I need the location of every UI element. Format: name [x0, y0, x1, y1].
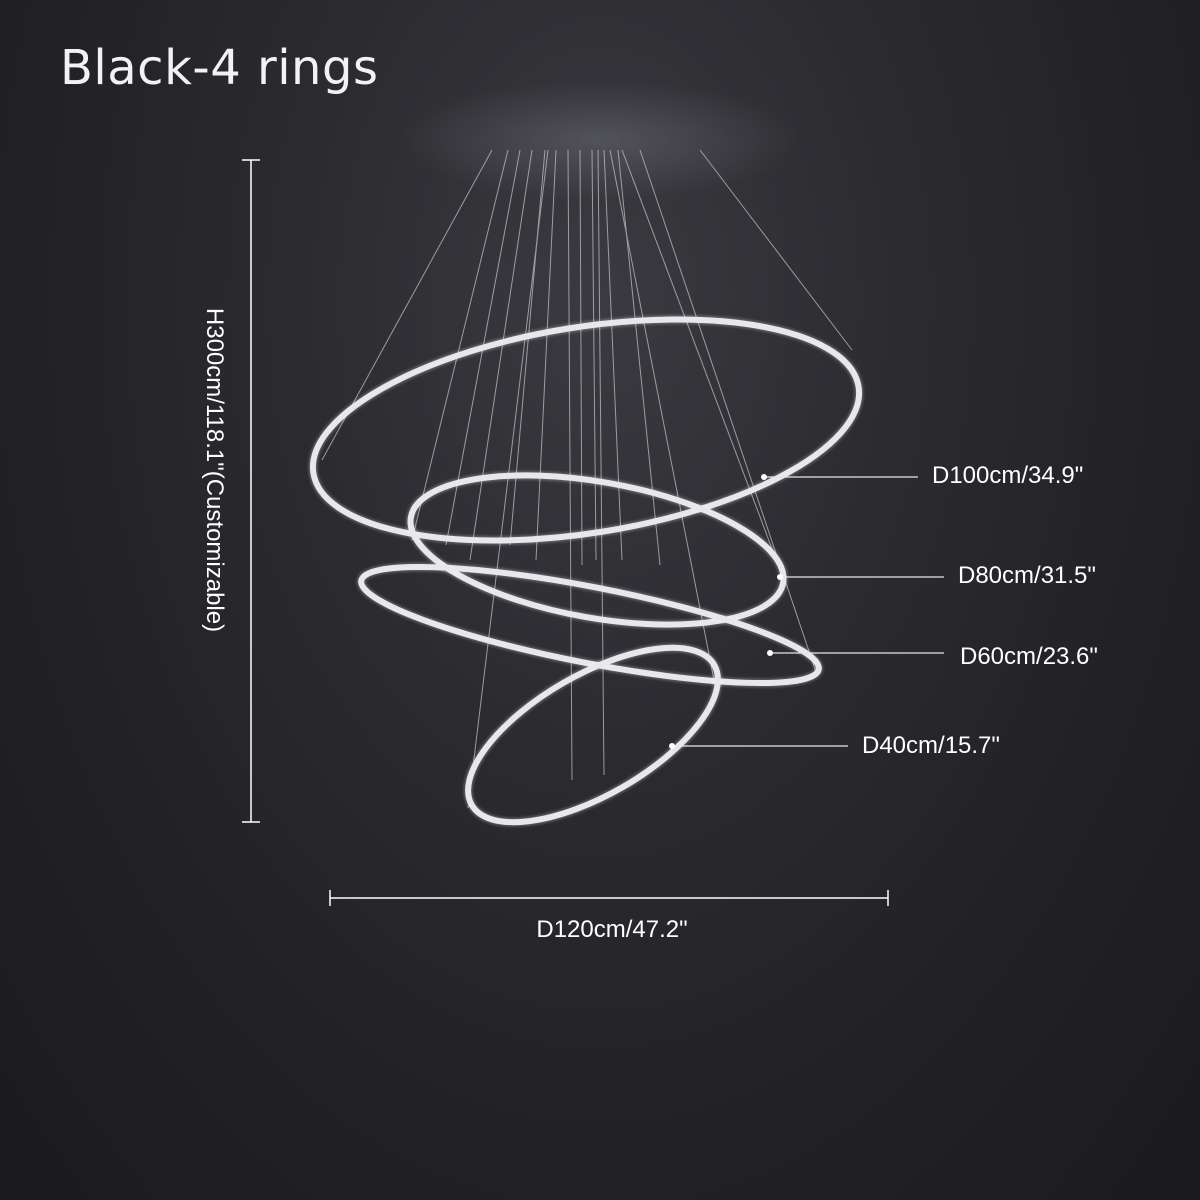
- ring-label-d40: D40cm/15.7": [862, 732, 1000, 759]
- height-dimension-line: [242, 159, 260, 823]
- ring-label-d100: D100cm/34.9": [932, 462, 1084, 489]
- ceiling-glow: [400, 80, 800, 200]
- rings: [308, 314, 864, 827]
- ring-d100: [308, 314, 864, 546]
- ring-label-d80: D80cm/31.5": [958, 562, 1096, 589]
- ring-label-d60: D60cm/23.6": [960, 643, 1098, 670]
- width-dimension-label: D120cm/47.2": [536, 916, 688, 943]
- ring-leader-lines: [672, 476, 944, 747]
- ring-d40: [463, 643, 723, 827]
- ring-leader-dots: [669, 474, 783, 749]
- product-title: Black-4 rings: [60, 40, 379, 96]
- ring-d80: [405, 470, 789, 630]
- height-dimension-label: H300cm/118.1"(Customizable): [201, 307, 228, 633]
- width-dimension-line: [329, 890, 889, 906]
- ring-d60: [356, 562, 824, 688]
